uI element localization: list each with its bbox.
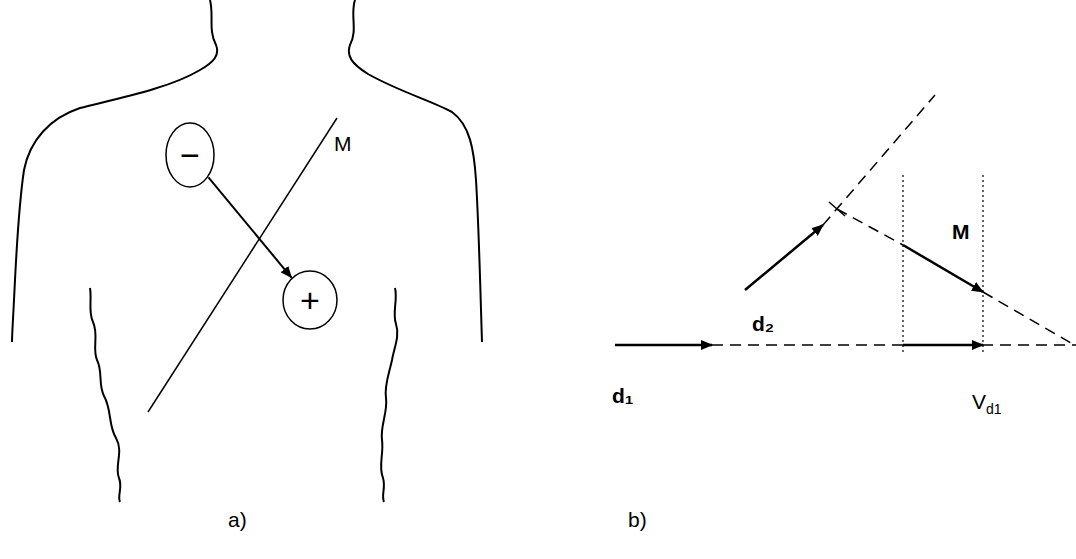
label-text: d₂ <box>752 312 774 335</box>
vector-m <box>903 245 983 292</box>
label-text: d1 <box>986 402 1002 417</box>
electrode-ellipse: − <box>165 122 215 188</box>
polarity-sign: + <box>300 283 320 317</box>
electrode-ellipse: + <box>282 270 338 330</box>
label-text: V <box>972 390 986 413</box>
label-text: b) <box>628 508 647 531</box>
arm-left-inner <box>90 288 120 502</box>
dipole-arrow <box>208 177 291 277</box>
torso-outline <box>12 0 482 502</box>
vector-vd1 <box>903 344 983 347</box>
body-right-outline <box>349 0 482 342</box>
label-text: a) <box>228 508 247 531</box>
zero-potential-line <box>148 118 337 412</box>
vector-d2 <box>745 225 823 290</box>
dashed-axis <box>712 344 1076 346</box>
projection-line <box>902 175 903 355</box>
arm-right-inner <box>381 288 397 502</box>
dashed-axis <box>983 292 1076 346</box>
vector-construction <box>615 95 1076 355</box>
projection-line <box>982 175 983 355</box>
polarity-sign: − <box>180 138 200 172</box>
vector-d1 <box>615 344 712 347</box>
dashed-axis <box>823 95 935 225</box>
label-text: M <box>952 220 970 243</box>
label-text: M <box>334 132 352 155</box>
body-left-outline <box>12 0 217 342</box>
dashed-axis <box>837 209 903 245</box>
label-text: d₁ <box>612 384 634 407</box>
